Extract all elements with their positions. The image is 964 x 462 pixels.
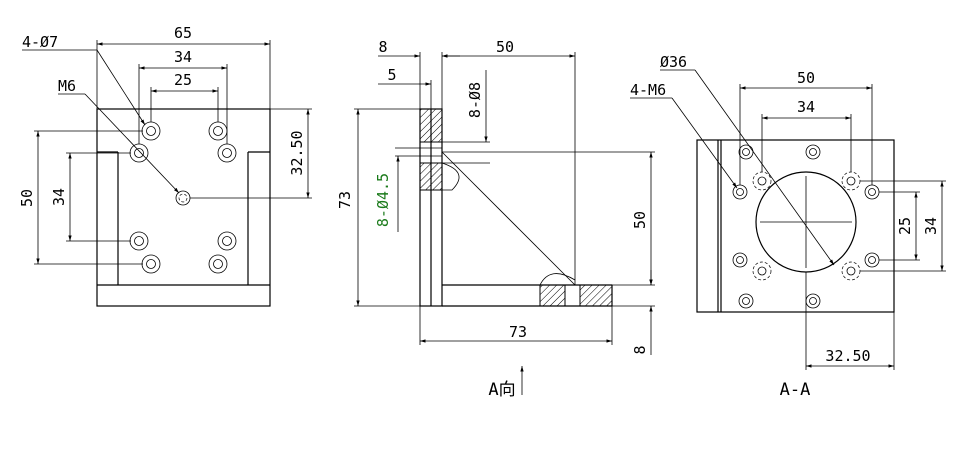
section-dim-34: 34 — [797, 98, 815, 116]
hole-callout-8x4-5: 8-Ø4.5 — [374, 173, 392, 227]
dim-5: 5 — [387, 66, 396, 84]
dim-32-50: 32.50 — [288, 130, 306, 175]
hole-callout-4x7: 4-Ø7 — [22, 33, 58, 51]
hatch-section-base-right — [579, 284, 613, 307]
dim-73-bottom: 73 — [509, 323, 527, 341]
left-view-holes — [129, 121, 237, 274]
thread-callout-4-m6: 4-M6 — [630, 81, 666, 99]
side-view: 8 5 50 8-Ø8 8-Ø4.5 73 50 73 — [336, 38, 655, 400]
section-dim-50: 50 — [797, 69, 815, 87]
section-dim-34-vertical: 34 — [922, 217, 940, 235]
dim-50-vertical: 50 — [18, 189, 36, 207]
dim-34: 34 — [174, 48, 192, 66]
hole-callout-8x8: 8-Ø8 — [466, 82, 484, 118]
dim-8-top: 8 — [378, 38, 387, 56]
left-view-body — [96, 108, 271, 307]
left-view: 65 34 25 4-Ø7 M6 50 34 32.50 — [18, 24, 312, 307]
dim-73-vertical: 73 — [336, 191, 354, 209]
dim-34-vertical: 34 — [50, 188, 68, 206]
dim-50-vertical-right: 50 — [631, 211, 649, 229]
thread-callout-m6: M6 — [58, 77, 76, 95]
section-dim-25-vertical: 25 — [896, 217, 914, 235]
hatch-section-base-left — [539, 284, 566, 307]
dim-65: 65 — [174, 24, 192, 42]
dim-25: 25 — [174, 71, 192, 89]
view-label-a-a: A-A — [780, 380, 811, 400]
section-view-body — [696, 139, 895, 313]
hatch-section-mid — [419, 162, 443, 191]
dim-8-bottom: 8 — [631, 345, 649, 354]
diameter-callout-36: Ø36 — [660, 53, 687, 71]
section-view-a-a: 50 34 Ø36 4-M6 25 34 32.50 A-A — [630, 53, 946, 400]
section-dim-32-50: 32.50 — [825, 347, 870, 365]
view-label-a-direction: A向 — [488, 380, 515, 400]
dim-50-top: 50 — [496, 38, 514, 56]
hatch-section-top — [419, 108, 443, 143]
